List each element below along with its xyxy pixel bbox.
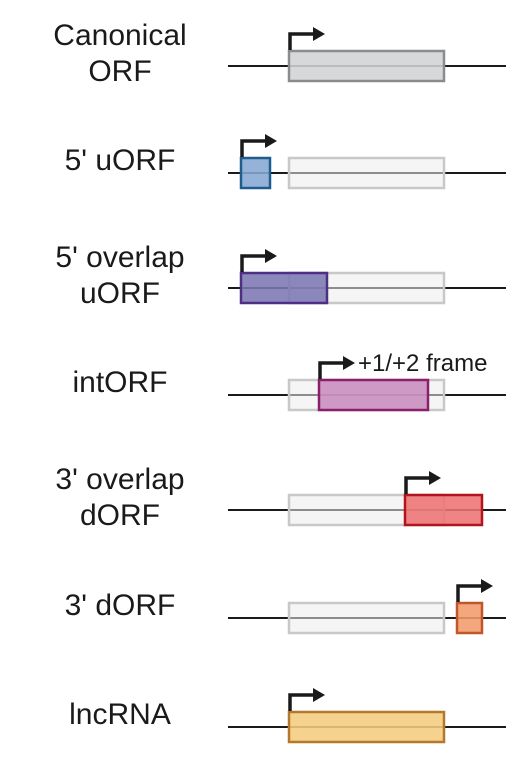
row-lncrna: lncRNA	[69, 688, 506, 744]
start-arrow-head	[265, 134, 277, 148]
row-label-5-uorf: 5' uORF	[65, 144, 176, 177]
orf-box-5-uorf	[239, 156, 272, 190]
start-arrow-head	[265, 249, 277, 263]
ghost-canonical-cds	[287, 156, 446, 190]
row-label-3-dorf: 3' dORF	[65, 589, 176, 622]
bent-arrow-icon	[288, 27, 325, 50]
start-arrow-stem	[288, 32, 314, 50]
start-arrow-stem	[240, 139, 266, 157]
start-arrow-stem	[456, 584, 482, 602]
orf-box-3-overlap-dorf	[403, 493, 484, 527]
start-arrow-stem	[404, 476, 430, 494]
row-intorf: intORF +1/+2 frame	[72, 350, 506, 412]
frame-annotation: +1/+2 frame	[358, 350, 487, 377]
bent-arrow-icon	[404, 471, 441, 494]
row-label-canonical-orf-line-2: ORF	[88, 55, 151, 88]
ghost-canonical-cds	[287, 601, 446, 635]
start-arrow-head	[313, 688, 325, 702]
start-arrow-head	[343, 356, 355, 370]
start-arrow-head	[313, 27, 325, 41]
row-label-3-overlap-dorf-line-2: dORF	[80, 499, 160, 532]
row-label-5-overlap-uorf-line-1: 5' overlap	[55, 241, 184, 274]
orf-box-canonical-orf	[287, 49, 446, 83]
bent-arrow-icon	[240, 249, 277, 272]
orf-box-intorf	[317, 378, 430, 412]
row-label-lncrna: lncRNA	[69, 698, 171, 731]
start-arrow-head	[481, 579, 493, 593]
bent-arrow-icon	[456, 579, 493, 602]
bent-arrow-icon	[288, 688, 325, 711]
start-arrow-stem	[240, 254, 266, 272]
row-5-uorf: 5' uORF	[65, 134, 506, 190]
row-label-canonical-orf-line-1: Canonical	[53, 19, 186, 52]
orf-box-lncrna	[287, 710, 446, 744]
start-arrow-stem	[318, 361, 344, 379]
row-label-3-overlap-dorf-line-1: 3' overlap	[55, 463, 184, 496]
bent-arrow-icon	[240, 134, 277, 157]
bent-arrow-icon	[318, 356, 355, 379]
row-label-5-overlap-uorf-line-2: uORF	[80, 277, 160, 310]
row-3-dorf: 3' dORF	[65, 579, 506, 635]
orf-box-5-overlap-uorf	[239, 271, 329, 305]
row-label-intorf: intORF	[72, 366, 167, 399]
orf-box-3-dorf	[455, 601, 484, 635]
start-arrow-stem	[288, 693, 314, 711]
start-arrow-head	[429, 471, 441, 485]
